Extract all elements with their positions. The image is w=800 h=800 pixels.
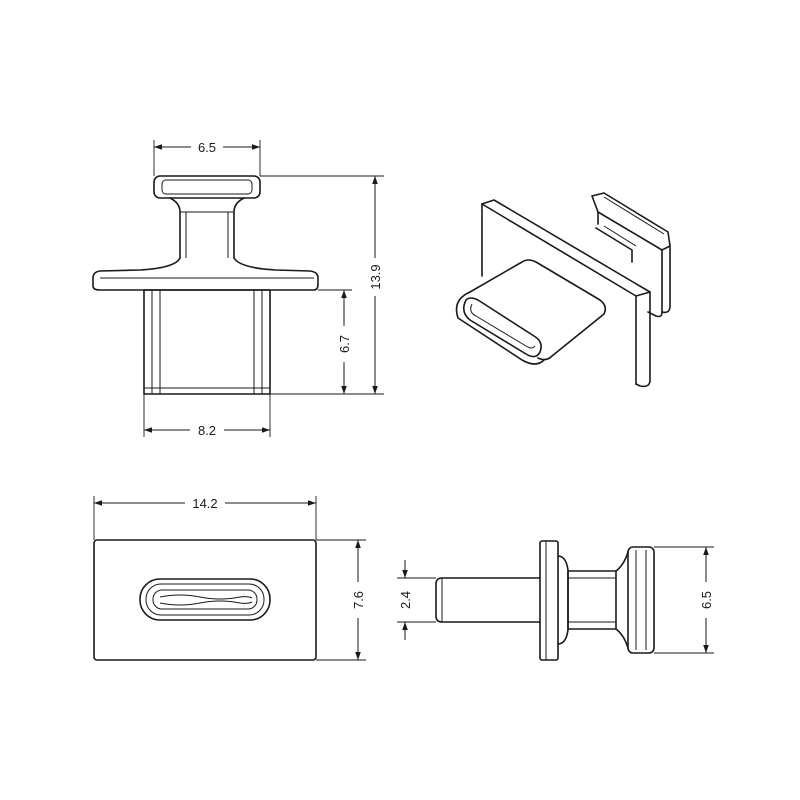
dim-plate-width: 14.2	[93, 496, 317, 540]
dim-label-top-width: 6.5	[198, 140, 216, 155]
dim-label-body-height: 6.7	[337, 335, 352, 353]
dim-label-body-width: 8.2	[198, 423, 216, 438]
dim-plug-thickness: 2.4	[397, 560, 436, 640]
isometric-view	[455, 192, 671, 388]
dim-label-knob-diameter: 6.5	[699, 591, 714, 609]
dim-label-plug-thickness: 2.4	[398, 591, 413, 609]
front-view	[92, 175, 319, 395]
dim-knob-diameter: 6.5	[654, 546, 714, 654]
dim-body-width: 8.2	[143, 394, 271, 438]
dim-body-height: 6.7	[318, 289, 352, 394]
dim-total-height: 13.9	[260, 175, 384, 395]
dim-top-width: 6.5	[153, 140, 261, 176]
plate-front-view	[93, 539, 317, 661]
dim-label-plate-height: 7.6	[351, 591, 366, 609]
dim-plate-height: 7.6	[316, 539, 366, 661]
side-view	[435, 540, 655, 661]
dim-label-plate-width: 14.2	[192, 496, 217, 511]
dim-label-total-height: 13.9	[368, 264, 383, 289]
